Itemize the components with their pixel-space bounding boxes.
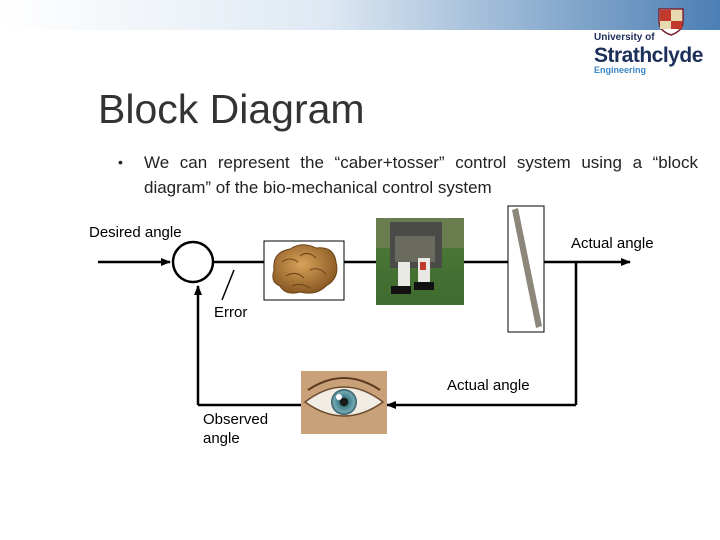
bullet-text: We can represent the “caber+tosser” cont… bbox=[144, 153, 698, 197]
bullet-point: • We can represent the “caber+tosser” co… bbox=[118, 150, 698, 200]
observed-angle-label-line1: Observed bbox=[203, 411, 269, 428]
output-actual-angle-label: Actual angle bbox=[571, 235, 654, 252]
caber-block bbox=[507, 205, 545, 333]
summing-junction bbox=[171, 240, 215, 284]
tosser-photo bbox=[376, 218, 464, 305]
crest-icon bbox=[658, 8, 684, 36]
feedback-actual-angle-label: Actual angle bbox=[447, 377, 530, 394]
header-bar bbox=[0, 0, 720, 30]
logo-line-engineering: Engineering bbox=[594, 65, 647, 75]
observed-angle-label-line2: angle bbox=[203, 430, 240, 447]
brain-icon bbox=[272, 244, 338, 294]
eye-block bbox=[301, 371, 387, 434]
logo-line-strathclyde: Strathclyde bbox=[594, 44, 703, 67]
caber-icon bbox=[512, 208, 542, 328]
university-logo: University of Strathclyde Engineering bbox=[594, 6, 703, 76]
error-label: Error bbox=[214, 304, 248, 321]
error-pointer bbox=[221, 269, 235, 301]
logo-line-university: University of bbox=[594, 32, 655, 43]
brain-block bbox=[263, 240, 345, 301]
desired-angle-label: Desired angle bbox=[89, 224, 182, 241]
page-title: Block Diagram bbox=[98, 86, 365, 132]
bullet-icon: • bbox=[118, 154, 123, 170]
